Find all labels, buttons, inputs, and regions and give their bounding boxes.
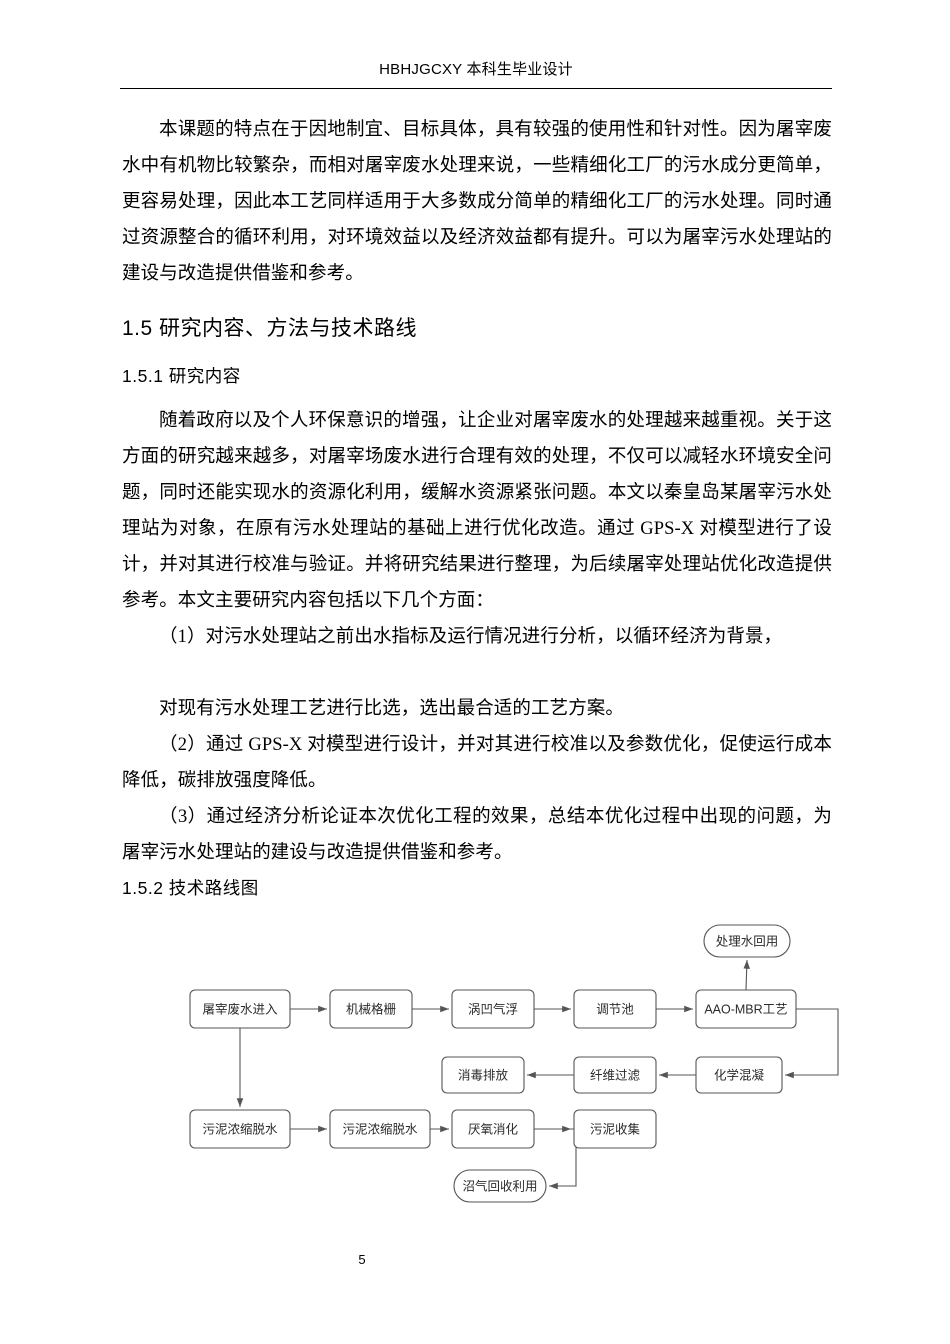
flowchart-node-label: 机械格栅 (346, 1002, 396, 1017)
flowchart-node: 化学混凝 (695, 1056, 783, 1094)
heading-1-5-1: 1.5.1 研究内容 (122, 366, 241, 386)
flowchart-node-label: 纤维过滤 (590, 1069, 641, 1083)
flowchart-node-label: AAO-MBR工艺 (704, 1003, 787, 1017)
flowchart-node-label: 污泥浓缩脱水 (342, 1122, 418, 1137)
paragraph-research-content: 随着政府以及个人环保意识的增强，让企业对屠宰废水的处理越来越重视。关于这方面的研… (122, 411, 832, 611)
flowchart-node: 污泥收集 (573, 1109, 657, 1149)
flowchart-node-label: 沼气回收利用 (462, 1179, 537, 1194)
flowchart-node-label: 调节池 (596, 1003, 634, 1017)
flowchart-node-label: 厌氧消化 (468, 1123, 519, 1137)
flowchart-edge (743, 959, 751, 991)
flowchart-node: AAO-MBR工艺 (695, 989, 797, 1029)
page-number: 5 (358, 1252, 366, 1267)
flowchart-node: 污泥浓缩脱水 (329, 1109, 431, 1149)
flowchart-node: 涡凹气浮 (451, 989, 535, 1029)
list-item-1b: 对现有污水处理工艺进行比选，选出最合适的工艺方案。 (159, 699, 625, 719)
flowchart-node-label: 处理水回用 (716, 935, 779, 949)
paragraph-intro: 本课题的特点在于因地制宜、目标具体，具有较强的使用性和针对性。因为屠宰废水中有机… (122, 120, 832, 284)
flowchart-node: 调节池 (573, 989, 657, 1029)
flowchart-node: 沼气回收利用 (453, 1169, 547, 1203)
flowchart-node-label: 屠宰废水进入 (202, 1002, 278, 1017)
running-header: HBHJGCXY 本科生毕业设计 (379, 61, 573, 78)
flowchart-node: 纤维过滤 (573, 1056, 657, 1094)
flowchart-node-label: 污泥浓缩脱水 (202, 1122, 278, 1137)
list-item-1: （1）对污水处理站之前出水指标及运行情况进行分析，以循环经济为背景， (159, 627, 783, 647)
flowchart-edge (785, 1008, 839, 1079)
flowchart-node: 屠宰废水进入 (189, 989, 291, 1029)
list-item-2: （2）通过 GPS-X 对模型进行设计，并对其进行校准以及参数优化，促使运行成本… (122, 735, 832, 791)
flowchart-edge (534, 1128, 577, 1190)
flowchart-node-label: 消毒排放 (458, 1068, 509, 1083)
flowchart-edge-layer (236, 959, 839, 1190)
flowchart-node: 厌氧消化 (451, 1109, 535, 1149)
list-item-3: （3）通过经济分析论证本次优化工程的效果，总结本优化过程中出现的问题，为屠宰污水… (122, 807, 832, 863)
header-rule (120, 88, 832, 89)
heading-1-5-2: 1.5.2 技术路线图 (122, 878, 259, 898)
flowchart-node: 消毒排放 (441, 1056, 525, 1094)
technical-route-flowchart: 屠宰废水进入 机械格栅 涡凹气浮 调节池 AAO-MBR工艺处理水回用化学混凝 纤维过滤 消… (180, 920, 860, 1220)
flowchart-node-label: 涡凹气浮 (468, 1002, 518, 1017)
flowchart-node: 处理水回用 (703, 924, 791, 958)
flowchart-node: 污泥浓缩脱水 (189, 1109, 291, 1149)
flowchart-node: 机械格栅 (329, 989, 413, 1029)
flowchart-node-label: 污泥收集 (590, 1122, 641, 1137)
heading-1-5: 1.5 研究内容、方法与技术路线 (122, 317, 418, 340)
flowchart-node-label: 化学混凝 (714, 1068, 765, 1083)
